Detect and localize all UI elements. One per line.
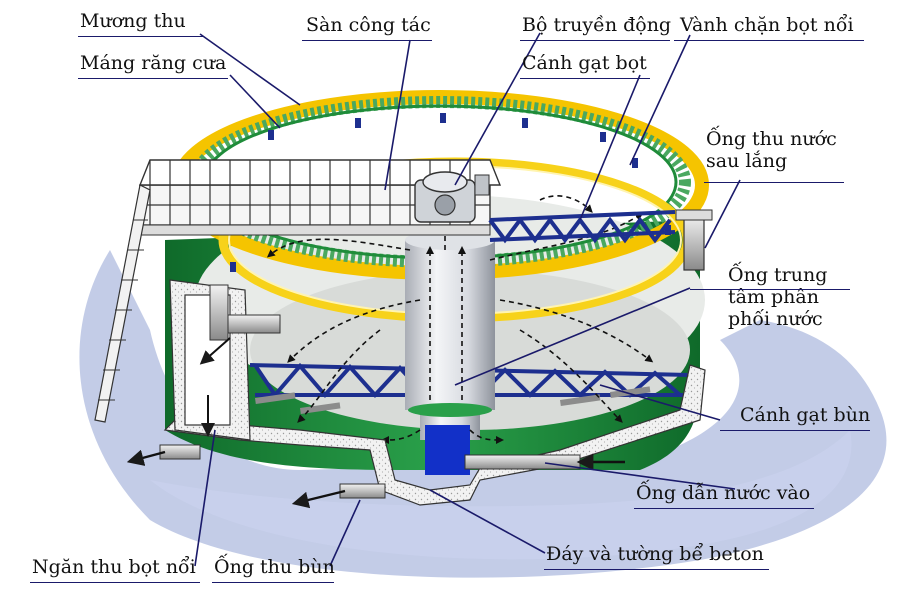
label-ong-trung-tam-line-2: tâm phân [728, 286, 819, 308]
concrete-base [163, 364, 706, 506]
label-bo-truyen-dong: Bộ truyền động [522, 14, 672, 36]
underline-day-va-tuong [544, 569, 769, 570]
underline-canh-gat-bot [520, 78, 650, 79]
sludge-outlet-pipe [339, 483, 386, 499]
label-san-cong-tac: Sàn công tác [306, 14, 431, 36]
central-column [405, 240, 495, 410]
label-ong-thu-nuoc-sau-lang: Ống thu nước sau lắng [706, 128, 837, 172]
underline-san-cong-tac [302, 40, 432, 41]
underline-muong-thu [78, 36, 203, 37]
underline-mang-rang-cua [78, 78, 228, 79]
scum-outlet-pipe [159, 444, 201, 460]
drive-unit [414, 171, 490, 223]
label-ong-thu-nuoc-line-1: Ống thu nước [706, 128, 837, 150]
label-muong-thu: Mương thu [80, 10, 186, 32]
label-mang-rang-cua: Máng răng cưa [80, 52, 227, 74]
label-canh-gat-bun: Cánh gạt bùn [740, 404, 871, 426]
scum-drop-pipe [209, 284, 229, 341]
scraper-blades [255, 386, 651, 414]
effluent-pipe [683, 214, 705, 271]
label-day-va-tuong: Đáy và tường bể beton [546, 543, 764, 565]
sawtooth-weir [189, 96, 691, 268]
water-texture [150, 430, 852, 560]
label-ong-thu-nuoc-line-2: sau lắng [706, 150, 788, 172]
underline-bo-truyen-dong [520, 40, 670, 41]
underline-canh-gat-bun [720, 430, 870, 431]
underline-ngan-thu-bot-noi [30, 582, 200, 583]
label-ngan-thu-bot-noi: Ngăn thu bọt nổi [32, 556, 196, 578]
label-ong-trung-tam: Ống trung tâm phân phối nước [728, 264, 827, 330]
scum-trough-pipe [224, 314, 281, 334]
label-ong-trung-tam-line-3: phối nước [728, 308, 823, 330]
label-ong-thu-bun: Ống thu bùn [214, 556, 335, 578]
underline-ong-thu-bun [212, 582, 334, 583]
inlet-pipe [464, 454, 581, 470]
label-canh-gat-bot: Cánh gạt bọt [522, 52, 647, 74]
label-vanh-chan-bot-noi: Vành chặn bọt nổi [680, 14, 854, 36]
underline-vanh-chan-bot-noi [674, 40, 864, 41]
leader-lines [194, 32, 741, 567]
underline-ong-dan-nuoc-vao [634, 508, 814, 509]
label-ong-trung-tam-line-1: Ống trung [728, 264, 828, 286]
inlet-blue-pipe [425, 425, 470, 475]
underline-ong-trung-tam [690, 289, 850, 290]
label-ong-dan-nuoc-vao: Ống dẫn nước vào [636, 482, 811, 504]
underline-ong-thu-nuoc [704, 182, 844, 183]
